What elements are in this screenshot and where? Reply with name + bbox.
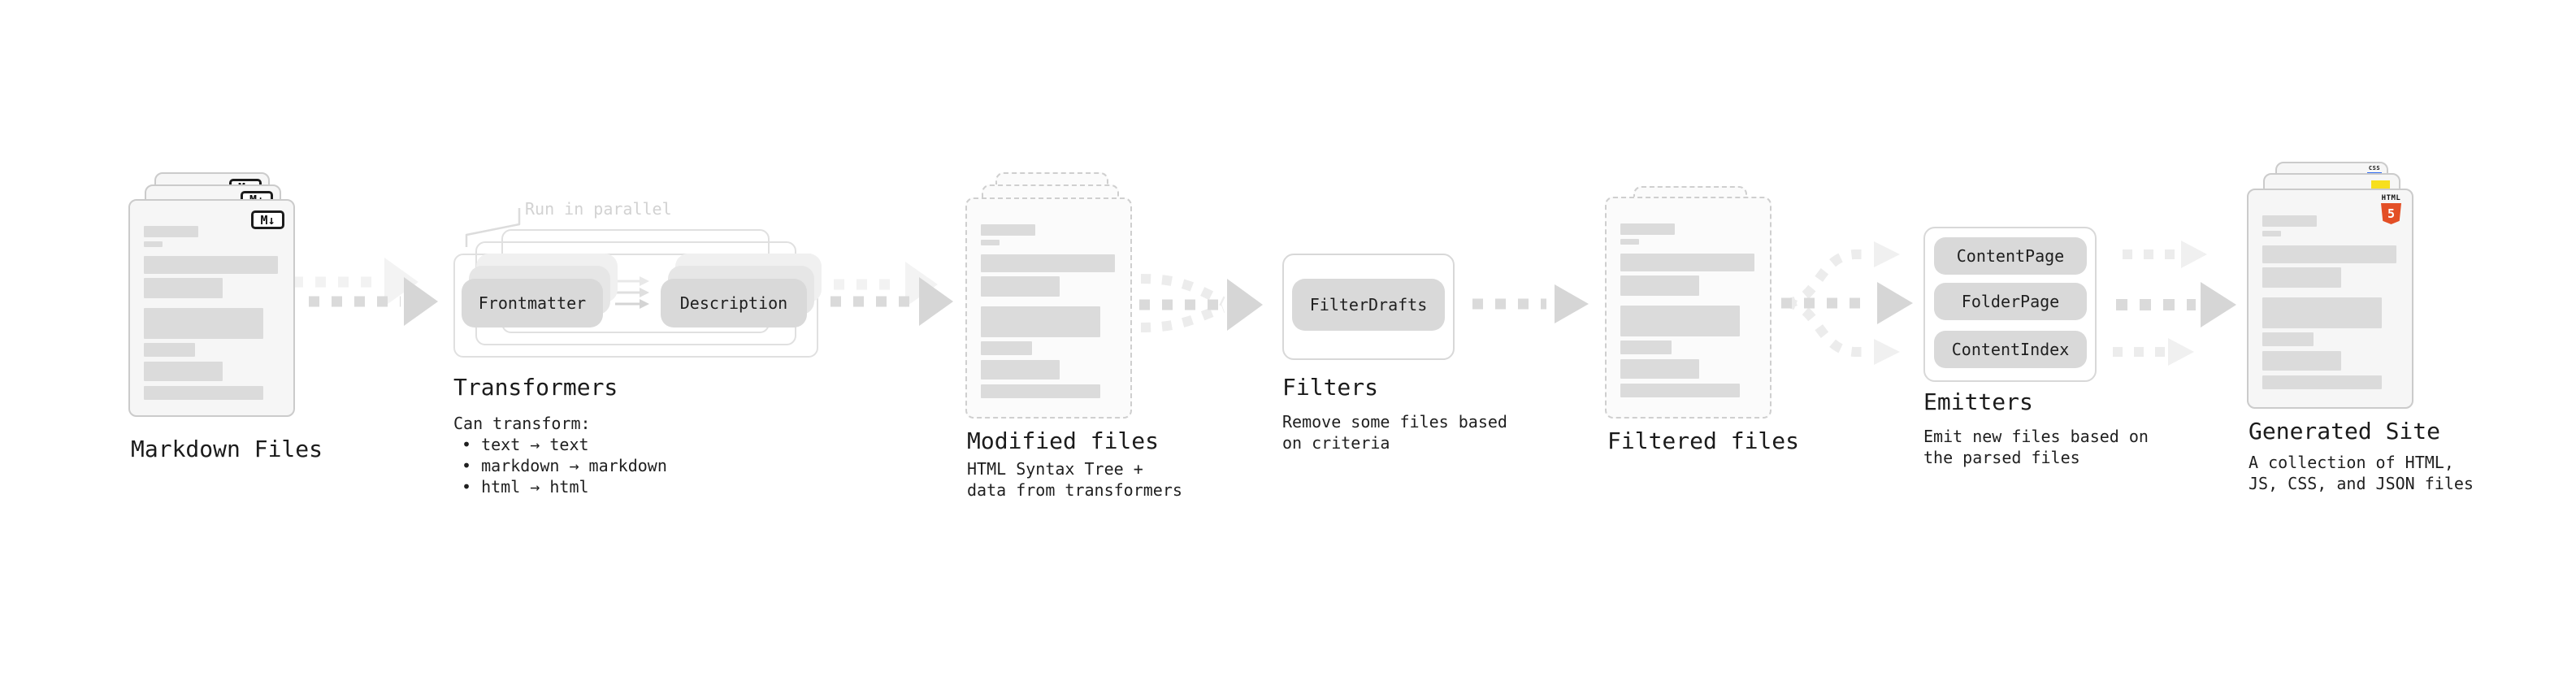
- stage-description: HTML Syntax Tree + data from transformer…: [967, 459, 1182, 500]
- emitter-folderpage-pill: FolderPage: [1934, 283, 2087, 320]
- file-card-front: HTML 5: [2247, 189, 2413, 409]
- stage-label: Filtered files: [1607, 427, 1800, 454]
- arrow-modified-to-filters: [1139, 274, 1263, 332]
- file-card-front: [1605, 197, 1772, 419]
- arrow-transformers-to-modified: [830, 262, 953, 326]
- transformer-frontmatter-pill: Frontmatter: [462, 279, 603, 327]
- arrow-markdown-to-transformers: [293, 258, 438, 326]
- annotation-leader-line: [465, 208, 521, 247]
- markdown-icon: M↓: [251, 210, 284, 229]
- file-card-front: M↓: [128, 199, 295, 417]
- emitter-contentindex-pill: ContentIndex: [1934, 331, 2087, 368]
- arrow-filtered-to-emitters: [1781, 241, 1913, 365]
- run-in-parallel-note: Run in parallel: [525, 199, 672, 219]
- javascript-icon: [2371, 180, 2390, 191]
- file-card-front: [965, 197, 1132, 419]
- stage-description: Emit new files based on the parsed files: [1923, 427, 2149, 467]
- arrow-filters-to-filtered: [1472, 284, 1589, 323]
- arrow-emitters-to-generated: [2113, 241, 2236, 366]
- stage-label: Emitters: [1923, 388, 2033, 415]
- stage-label: Generated Site: [2249, 418, 2441, 445]
- stage-label: Markdown Files: [131, 436, 323, 462]
- stage-description: Can transform: • text → text • markdown …: [453, 414, 667, 497]
- html5-icon: HTML 5: [2381, 195, 2401, 224]
- stage-label: Filters: [1282, 374, 1379, 401]
- parallel-run-arrows: [615, 276, 649, 309]
- filter-drafts-pill: FilterDrafts: [1292, 279, 1445, 331]
- stage-label: Modified files: [967, 427, 1160, 454]
- stage-description: Remove some files based on criteria: [1282, 412, 1507, 453]
- stage-label: Transformers: [453, 374, 618, 401]
- stage-description: A collection of HTML, JS, CSS, and JSON …: [2249, 453, 2474, 493]
- transformer-description-pill: Description: [661, 279, 807, 327]
- transformer-box-front: [453, 254, 818, 358]
- emitter-contentpage-pill: ContentPage: [1934, 237, 2087, 275]
